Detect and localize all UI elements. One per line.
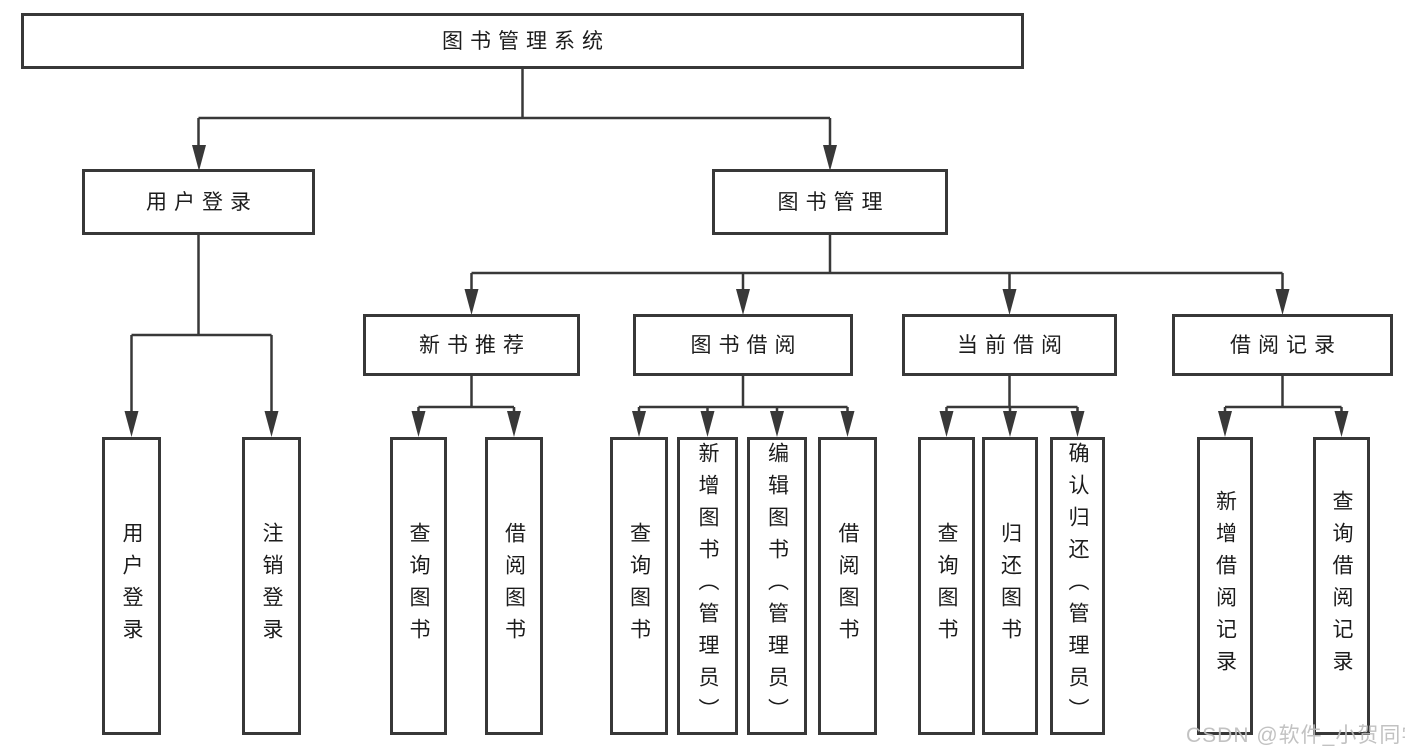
node-label: 借阅记录	[1230, 333, 1342, 357]
node-book-borrowing: 图书借阅	[633, 314, 853, 376]
node-new-book-recommendation: 新书推荐	[363, 314, 580, 376]
node-label: 查询图书	[407, 522, 430, 650]
leaf-query-books-borrow: 查询图书	[610, 437, 668, 735]
watermark-text: CSDN @软件_小贺同学	[1186, 724, 1405, 747]
node-user-login: 用户登录	[82, 169, 315, 235]
node-label: 查询图书	[935, 522, 958, 650]
node-label: 编辑图书（管理员）	[765, 442, 789, 730]
node-label: 新增借阅记录	[1213, 490, 1237, 682]
node-label: 注销登录	[260, 522, 283, 650]
node-label: 用户登录	[120, 522, 143, 650]
leaf-edit-book-admin: 编辑图书（管理员）	[747, 437, 807, 735]
node-book-management: 图书管理	[712, 169, 948, 235]
leaf-logout: 注销登录	[242, 437, 301, 735]
leaf-confirm-return-admin: 确认归还（管理员）	[1050, 437, 1105, 735]
leaf-add-book-admin: 新增图书（管理员）	[677, 437, 738, 735]
node-borrowing-records: 借阅记录	[1172, 314, 1393, 376]
node-library-management-system: 图书管理系统	[21, 13, 1024, 69]
node-label: 图书管理	[777, 190, 890, 214]
node-label: 确认归还（管理员）	[1066, 442, 1089, 730]
node-label: 查询图书	[627, 522, 651, 650]
leaf-borrow-books-borrow: 借阅图书	[818, 437, 877, 735]
node-label: 用户登录	[146, 190, 258, 214]
leaf-query-borrow-record: 查询借阅记录	[1313, 437, 1370, 735]
node-label: 查询借阅记录	[1330, 490, 1353, 682]
node-label: 新增图书（管理员）	[696, 442, 719, 730]
leaf-query-books-current: 查询图书	[918, 437, 975, 735]
leaf-query-books-recommend: 查询图书	[390, 437, 447, 735]
node-label: 借阅图书	[502, 522, 526, 650]
node-label: 借阅图书	[836, 522, 859, 650]
node-label: 新书推荐	[419, 333, 531, 357]
leaf-add-borrow-record: 新增借阅记录	[1197, 437, 1253, 735]
node-label: 归还图书	[998, 522, 1022, 650]
node-current-borrowing: 当前借阅	[902, 314, 1117, 376]
node-label: 当前借阅	[957, 333, 1069, 357]
node-label: 图书借阅	[690, 333, 803, 357]
leaf-return-books: 归还图书	[982, 437, 1038, 735]
node-label: 图书管理系统	[442, 29, 610, 53]
leaf-user-login: 用户登录	[102, 437, 161, 735]
leaf-borrow-books-recommend: 借阅图书	[485, 437, 543, 735]
